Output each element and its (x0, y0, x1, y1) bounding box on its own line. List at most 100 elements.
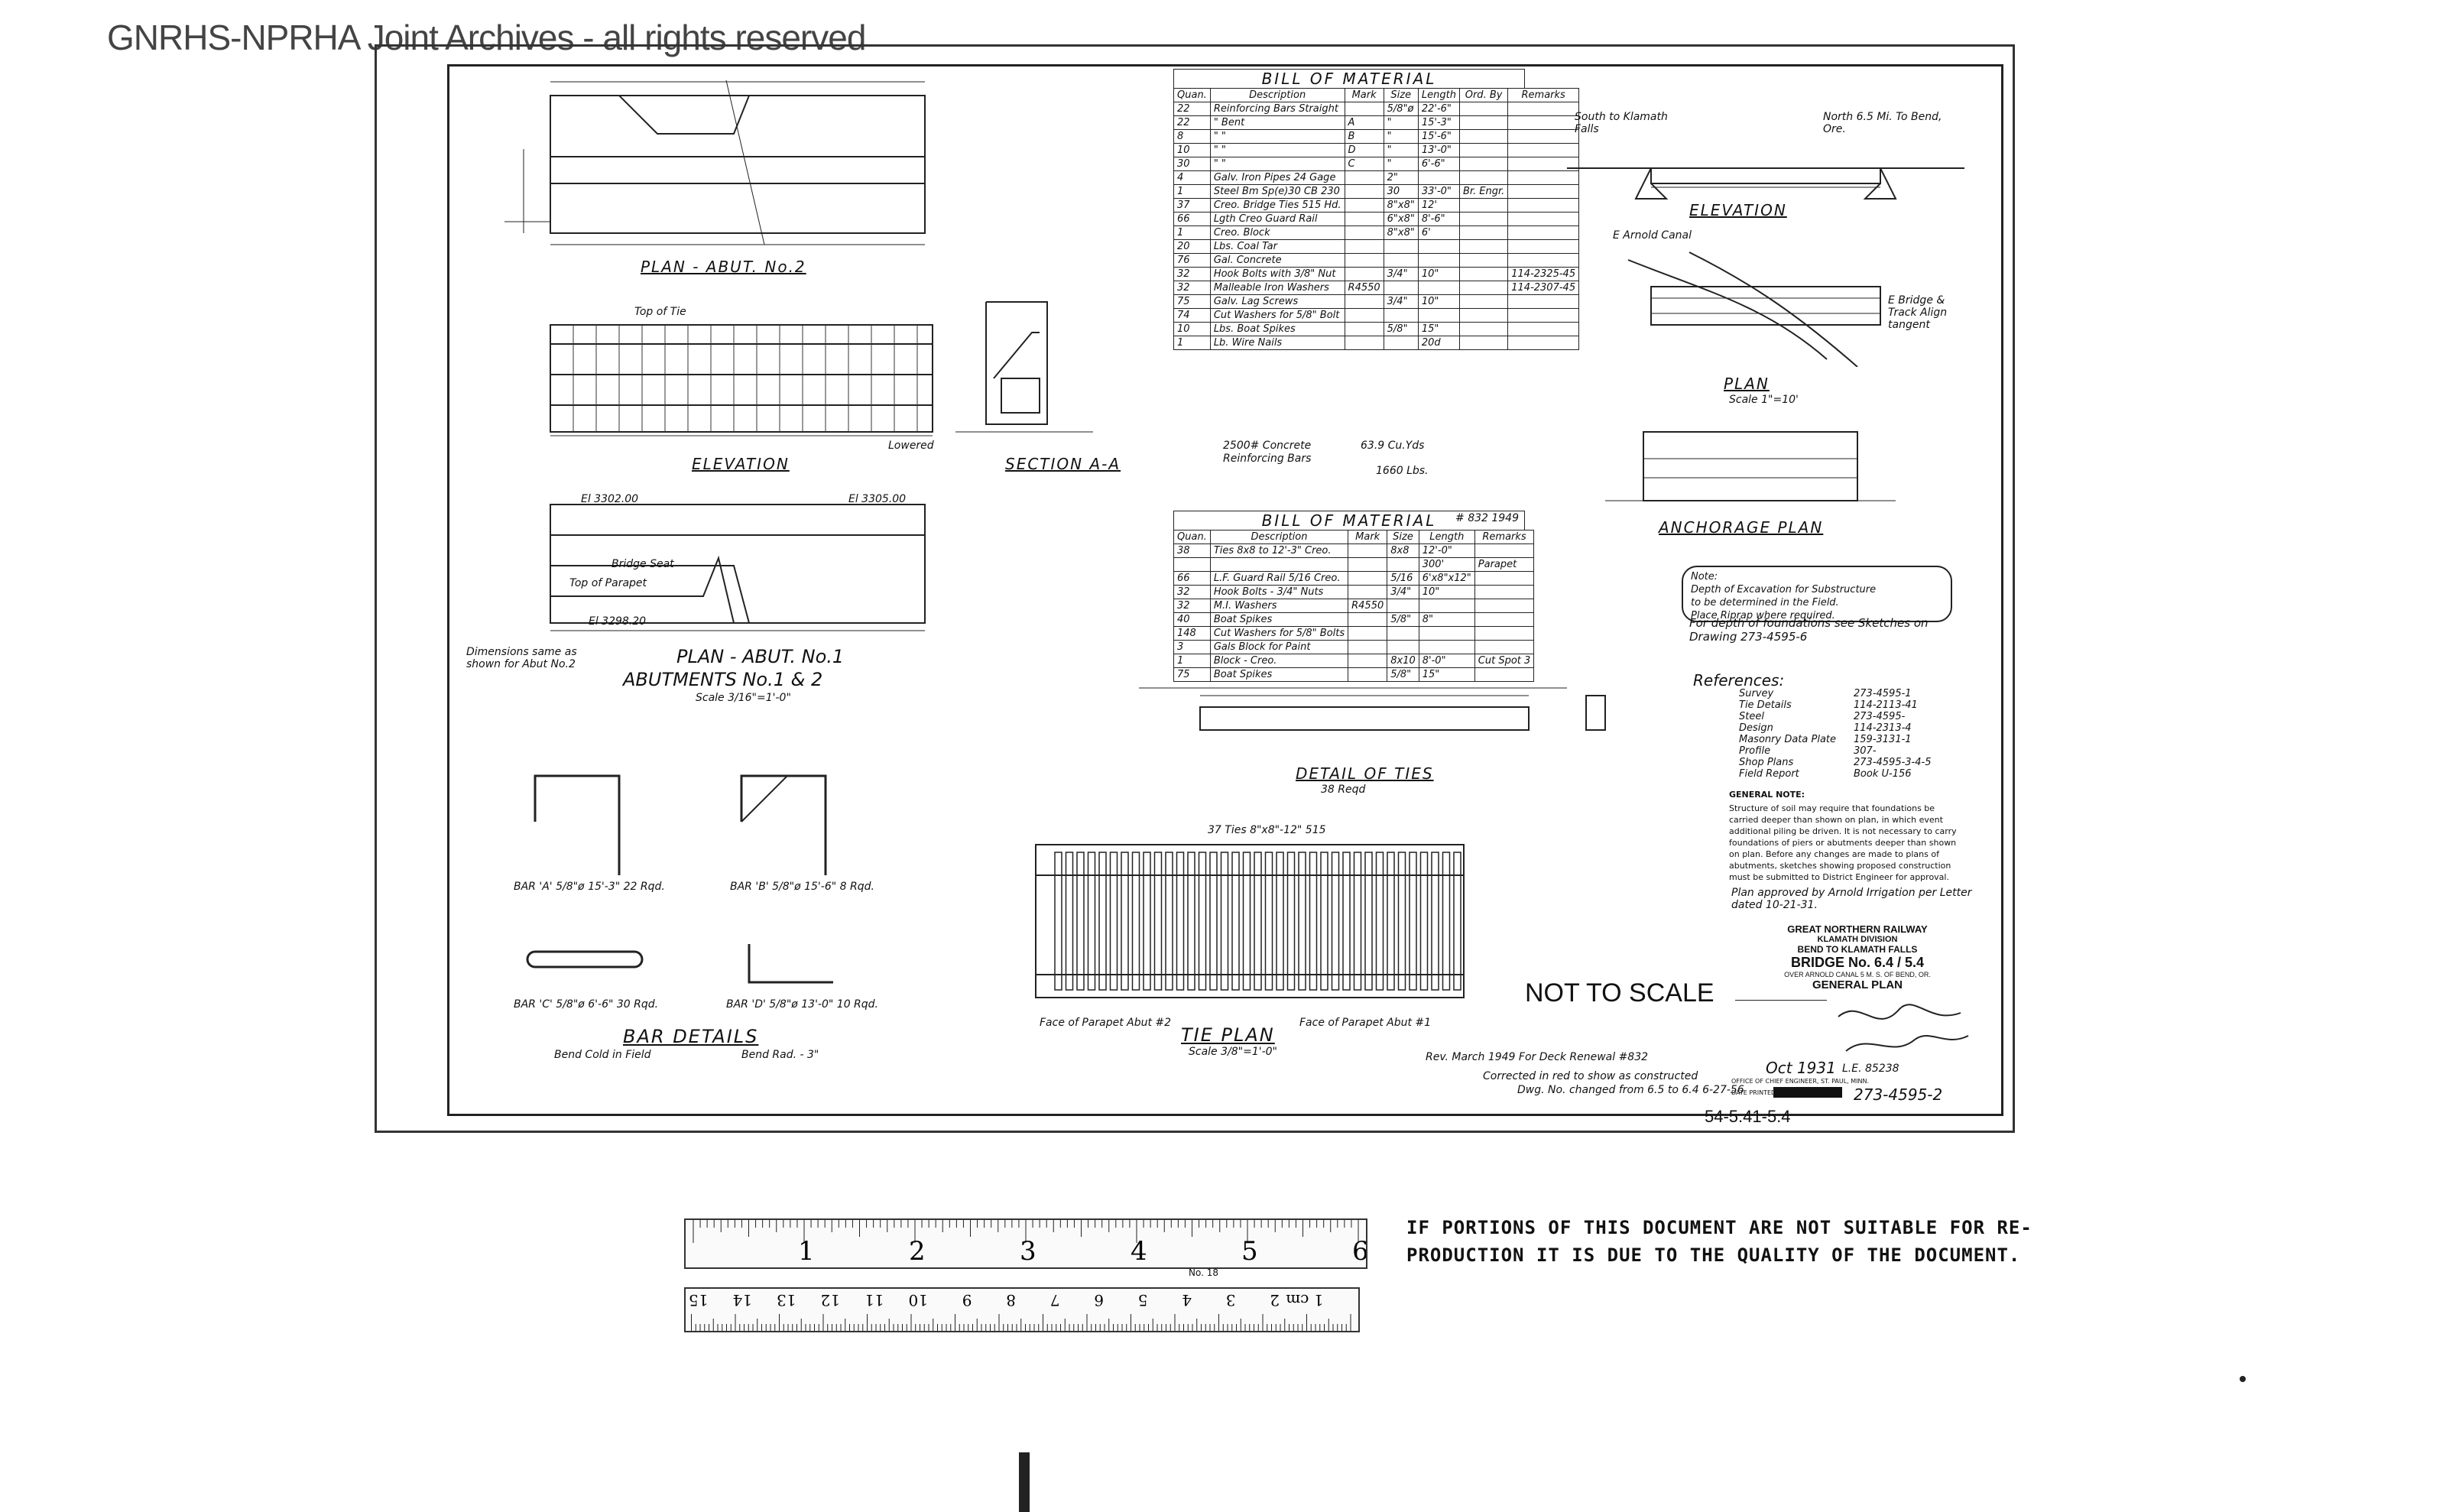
ruler-label: 6 (1352, 1236, 1366, 1267)
ruler-label: 10 (909, 1291, 928, 1309)
table-cell: 8x8 (1387, 543, 1419, 558)
table-cell (1474, 599, 1535, 613)
table-cell: 15" (1417, 322, 1460, 336)
table-cell (1209, 557, 1349, 572)
table-cell: 1 (1173, 184, 1211, 199)
table-cell (1507, 308, 1580, 323)
table-cell (1383, 308, 1419, 323)
line-name: BEND TO KLAMATH FALLS (1797, 944, 1918, 955)
table-cell: 12' (1417, 198, 1460, 213)
references-title: References: (1693, 671, 1785, 689)
table-cell (1417, 308, 1460, 323)
table-cell: 6' (1417, 226, 1460, 240)
table-cell: 1 (1173, 654, 1211, 668)
table-cell (1344, 253, 1384, 268)
table-cell (1344, 267, 1384, 281)
reference-value: 273-4595- (1854, 711, 1906, 722)
reference-label: Tie Details (1739, 699, 1792, 711)
tie-plan-drawing (1024, 818, 1483, 1024)
ruler-label: 1 (798, 1236, 815, 1267)
table-cell: 10" (1417, 267, 1460, 281)
abutment-elevation-drawing (504, 306, 971, 443)
bom-2-header: Remarks (1474, 530, 1535, 544)
ties-required: 38 Reqd (1321, 784, 1366, 796)
bom-2-title: BILL OF MATERIAL (1173, 511, 1525, 530)
bridge-tie (1177, 852, 1184, 990)
tie-plan-title: TIE PLAN (1181, 1024, 1275, 1046)
elevation-3305: El 3305.00 (848, 493, 907, 505)
bar-details-title: BAR DETAILS (623, 1026, 759, 1047)
bend-cold-note: Bend Cold in Field (554, 1049, 651, 1061)
bridge-tie (1354, 852, 1361, 990)
bridge-tie (1288, 852, 1295, 990)
elevation-3298: El 3298.20 (589, 615, 647, 628)
scan-mark (1019, 1452, 1030, 1512)
table-cell: Cut Spot 3 (1474, 654, 1535, 668)
table-cell: 4 (1173, 170, 1211, 185)
table-cell: Br. Engr. (1458, 184, 1509, 199)
bar-b-label: BAR 'B' 5/8"ø 15'-6" 8 Rqd. (730, 881, 874, 893)
dwg-changed-note: Dwg. No. changed from 6.5 to 6.4 6-27-56 (1517, 1084, 1744, 1096)
table-cell: 3/4" (1383, 294, 1419, 309)
bridge-tie (1443, 852, 1450, 990)
bridge-number: BRIDGE No. 6.4 / 5.4 (1790, 955, 1925, 970)
table-cell (1417, 170, 1460, 185)
bridge-tie (1332, 852, 1339, 990)
table-cell (1344, 102, 1384, 116)
quality-notice: IF PORTIONS OF THIS DOCUMENT ARE NOT SUI… (1406, 1214, 2032, 1269)
bom-1-title: BILL OF MATERIAL (1173, 69, 1525, 88)
table-cell: 10 (1173, 322, 1211, 336)
bridge-tie (1077, 852, 1084, 990)
bridge-tie (1365, 852, 1372, 990)
table-cell: 32 (1173, 267, 1211, 281)
table-cell (1348, 543, 1388, 558)
ruler-label: 4 (1131, 1236, 1147, 1267)
corrected-note: Corrected in red to show as constructed (1483, 1070, 1698, 1082)
table-cell (1474, 612, 1535, 627)
table-cell (1348, 640, 1388, 654)
signature-lines (1735, 1000, 1827, 1062)
table-cell (1348, 557, 1388, 572)
anchorage-plan-title: ANCHORAGE PLAN (1659, 518, 1824, 537)
table-cell: " " (1209, 129, 1345, 144)
general-note-title: GENERAL NOTE: (1729, 790, 1805, 800)
title-block: GREAT NORTHERN RAILWAY KLAMATH DIVISION … (1727, 923, 1987, 991)
drawing-date: Oct 1931 (1766, 1059, 1836, 1077)
table-cell: 15'-6" (1417, 129, 1460, 144)
table-cell: Lgth Creo Guard Rail (1209, 212, 1345, 226)
bridge-tie (1232, 852, 1239, 990)
table-cell: 2" (1383, 170, 1419, 185)
table-cell (1458, 143, 1509, 157)
bom-1-table: Quan. Description Mark Size Length Ord. … (1173, 88, 1580, 350)
table-cell (1507, 336, 1580, 350)
right-elevation-title: ELEVATION (1689, 201, 1787, 219)
table-cell: Cut Washers for 5/8" Bolts (1209, 626, 1349, 641)
south-label: South to Klamath Falls (1575, 111, 1668, 135)
table-cell: 10" (1417, 294, 1460, 309)
table-cell: Block - Creo. (1209, 654, 1349, 668)
bill-of-material-2: BILL OF MATERIAL # 832 1949 Quan. Descri… (1173, 511, 1535, 682)
bridge-tie (1188, 852, 1195, 990)
plan-abut-1-drawing (504, 489, 948, 642)
bar-a-label: BAR 'A' 5/8"ø 15'-3" 22 Rqd. (514, 881, 665, 893)
ruler-label: 12 (821, 1291, 840, 1309)
date-printed-label: DATE PRINTED (1731, 1089, 1776, 1096)
reinforcing-line: Reinforcing Bars (1223, 453, 1312, 465)
table-cell: " (1383, 129, 1419, 144)
table-cell (1458, 129, 1509, 144)
scan-dot (2240, 1376, 2246, 1382)
bom-2-ref: # 832 1949 (1455, 512, 1519, 524)
table-cell: 20d (1417, 336, 1460, 350)
reference-label: Field Report (1739, 768, 1799, 780)
top-of-tie-label: Top of Tie (634, 306, 686, 318)
table-cell (1344, 226, 1384, 240)
table-cell (1507, 102, 1580, 116)
table-cell: 15'-3" (1417, 115, 1460, 130)
drawing-border (447, 64, 2003, 1116)
